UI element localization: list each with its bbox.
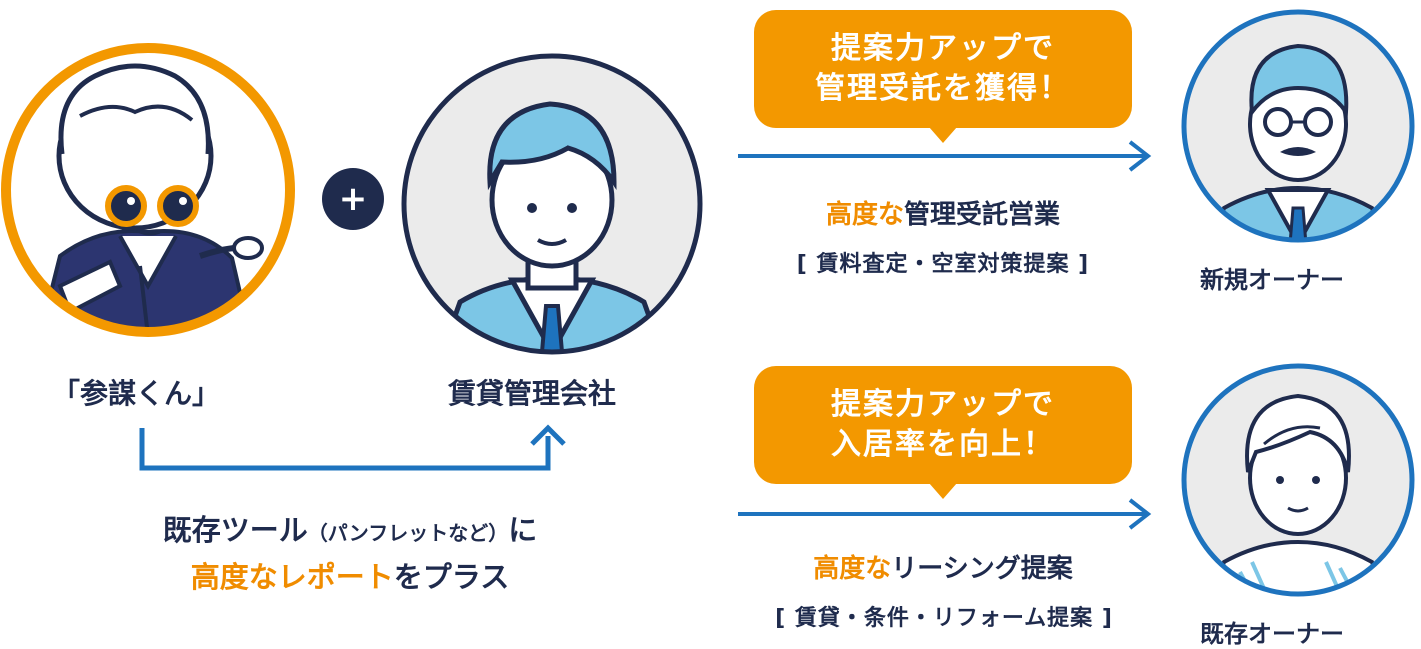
- top-detail: [ 賃料査定・空室対策提案 ]: [796, 252, 1090, 277]
- top-bubble-line2: 管理受託を獲得！: [815, 71, 1071, 106]
- tool-caption: 既存ツール（パンフレットなど）に 高度なレポートをプラス: [70, 510, 630, 597]
- manager-avatar: [401, 53, 703, 355]
- bottom-heading: 高度なリーシング提案: [738, 548, 1148, 585]
- new-owner-avatar: [1181, 9, 1415, 243]
- tool-line1-c: に: [508, 513, 538, 547]
- bottom-bubble-line2: 入居率を向上！: [831, 427, 1055, 462]
- top-heading-highlight: 高度な: [825, 200, 904, 230]
- existing-owner-label: 既存オーナー: [1200, 620, 1344, 648]
- new-owner-label: 新規オーナー: [1200, 266, 1344, 294]
- top-heading: 高度な管理受託営業: [738, 194, 1148, 231]
- bottom-heading-rest: リーシング提案: [891, 554, 1073, 584]
- bottom-bubble-line1: 提案力アップで: [831, 387, 1055, 422]
- tool-highlight: 高度なレポート: [190, 560, 394, 594]
- top-heading-rest: 管理受託営業: [904, 200, 1061, 230]
- plus-symbol: +: [338, 179, 368, 219]
- top-bubble-line1: 提案力アップで: [831, 31, 1055, 66]
- bottom-detail: [ 賃貸・条件・リフォーム提案 ]: [775, 606, 1113, 631]
- sanbou-kun-avatar: [1, 43, 295, 337]
- existing-owner-avatar: [1181, 363, 1415, 597]
- top-bubble: 提案力アップで 管理受託を獲得！: [754, 10, 1132, 143]
- plus-icon: +: [322, 168, 384, 230]
- tool-line1-b: （パンフレットなど）: [307, 521, 509, 545]
- company-label: 賃貸管理会社: [448, 377, 617, 410]
- bottom-bubble: 提案力アップで 入居率を向上！: [754, 366, 1132, 499]
- bottom-heading-highlight: 高度な: [813, 554, 892, 584]
- tool-rest: をプラス: [393, 560, 510, 594]
- tool-line1-a: 既存ツール: [162, 513, 308, 547]
- sanbou-label: 「参謀くん」: [52, 377, 221, 410]
